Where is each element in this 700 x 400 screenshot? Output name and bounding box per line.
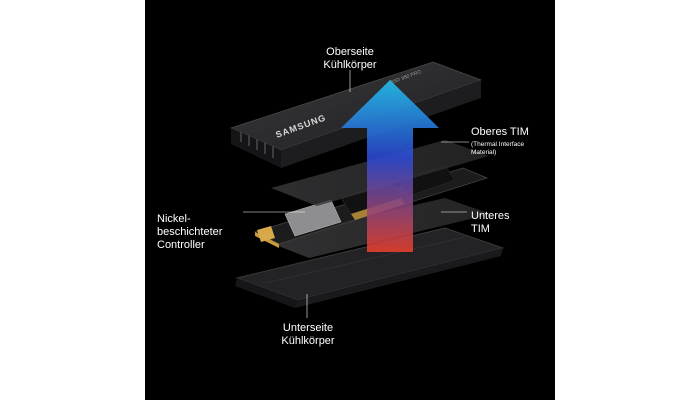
heat-flow-arrow (341, 80, 439, 252)
label-upper-tim: Oberes TIM (471, 126, 529, 138)
label-upper-tim-note: (Thermal Interface Material) (471, 141, 525, 156)
exploded-view-frame: SAMSUNG SSD 980 PRO Oberseite Kühlkörper… (145, 0, 555, 400)
label-top-heatsink: Oberseite Kühlkörper (323, 46, 377, 71)
bottom-heatsink (235, 227, 505, 308)
label-lower-tim: Unteres TIM (471, 210, 510, 235)
exploded-ssd-illustration: SAMSUNG SSD 980 PRO (229, 61, 505, 318)
label-bottom-heatsink: Unterseite Kühlkörper (281, 322, 335, 347)
label-controller: Nickel- beschichteter Controller (157, 213, 223, 251)
